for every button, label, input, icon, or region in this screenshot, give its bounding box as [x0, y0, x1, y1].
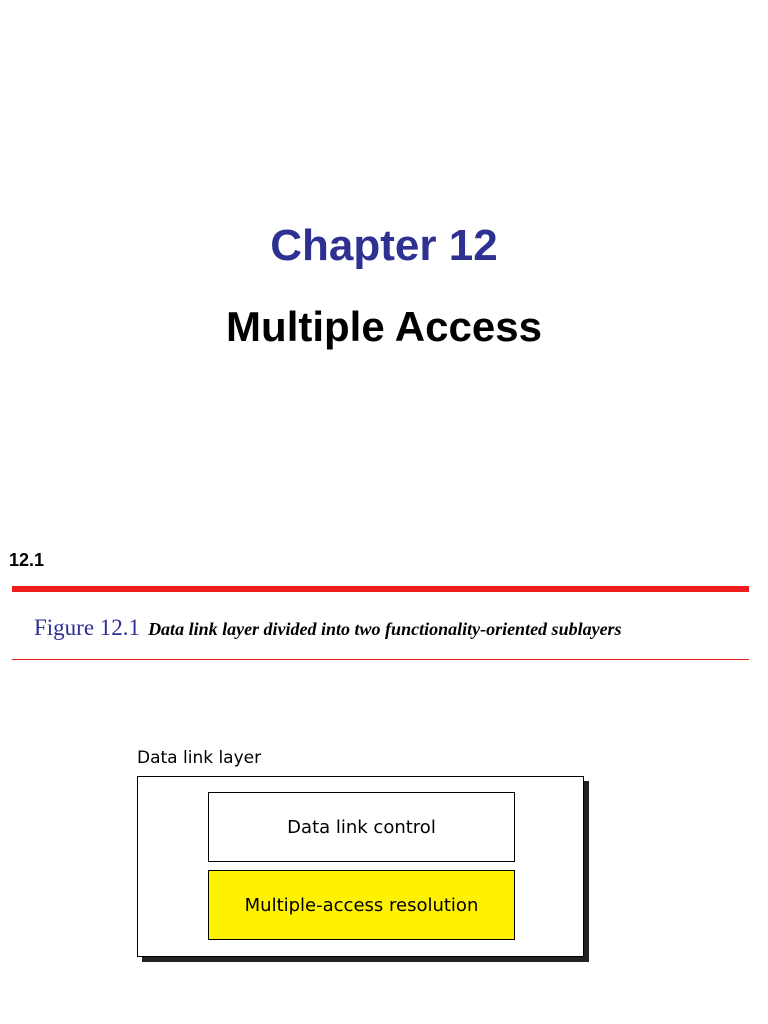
sublayer-multiple-access-resolution: Multiple-access resolution — [208, 870, 515, 940]
sublayer-label: Multiple-access resolution — [244, 894, 479, 916]
figure-description: Data link layer divided into two functio… — [148, 619, 622, 639]
section-number: 12.1 — [9, 550, 45, 570]
caption-rule — [12, 659, 749, 660]
figure-caption: Figure 12.1 Data link layer divided into … — [34, 613, 622, 646]
sublayer-label: Data link control — [287, 816, 436, 838]
figure-label: Figure 12.1 — [34, 615, 141, 640]
chapter-subtitle: Multiple Access — [226, 303, 542, 350]
chapter-title: Chapter 12 — [270, 221, 498, 270]
diagram-outer-label: Data link layer — [137, 748, 262, 768]
header-rule — [12, 586, 749, 592]
sublayer-data-link-control: Data link control — [208, 792, 515, 862]
